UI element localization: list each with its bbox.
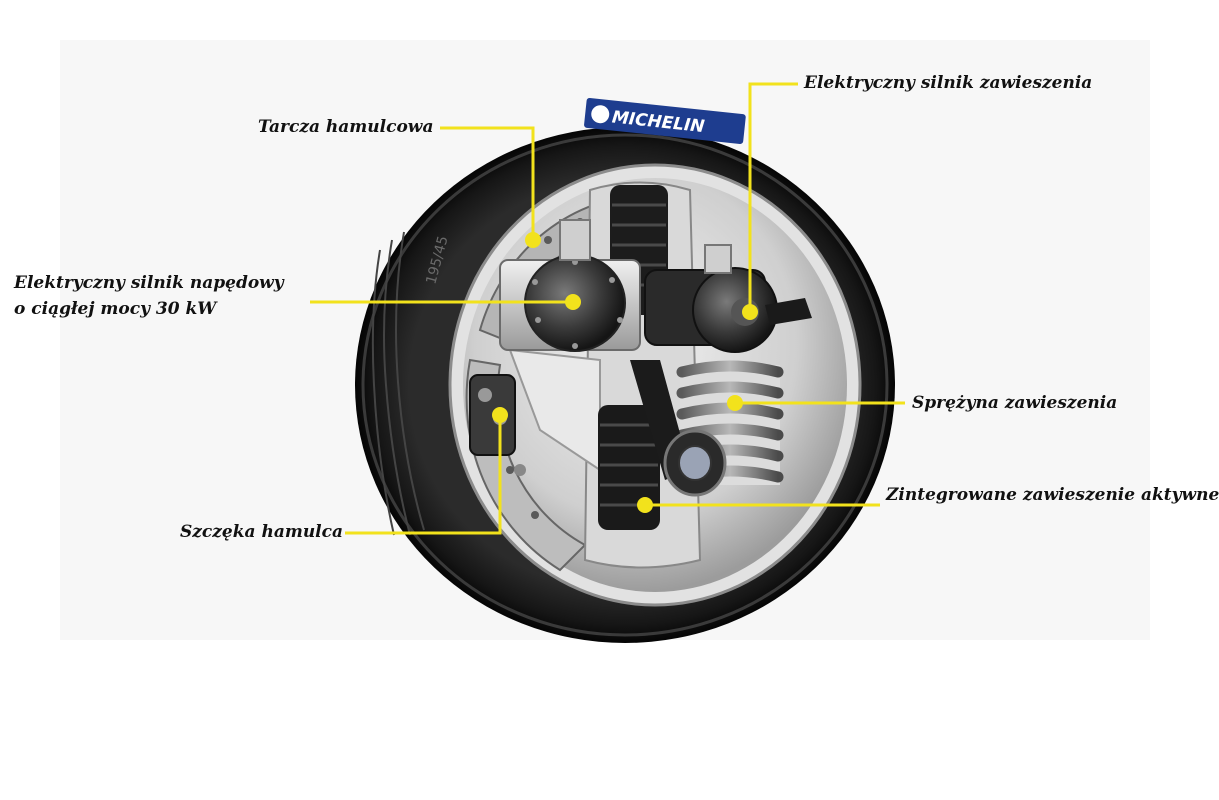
leader-lines bbox=[310, 82, 905, 535]
label-dots bbox=[492, 232, 758, 513]
label-drive-motor-line1: Elektryczny silnik napędowy bbox=[14, 273, 284, 293]
lower-arm bbox=[630, 360, 727, 497]
label-brake-disc: Tarcza hamulcowa bbox=[258, 117, 434, 137]
label-brake-caliper: Szczęka hamulca bbox=[180, 522, 344, 542]
label-drive-motor-line2: o ciągłej mocy 30 kW bbox=[14, 299, 217, 319]
label-suspension-spring: Sprężyna zawieszenia bbox=[912, 393, 1118, 413]
label-suspension-motor: Elektryczny silnik zawieszenia bbox=[804, 73, 1093, 93]
label-active-suspension: Zintegrowane zawieszenie aktywne bbox=[886, 485, 1219, 505]
suspension-motor bbox=[644, 244, 812, 353]
